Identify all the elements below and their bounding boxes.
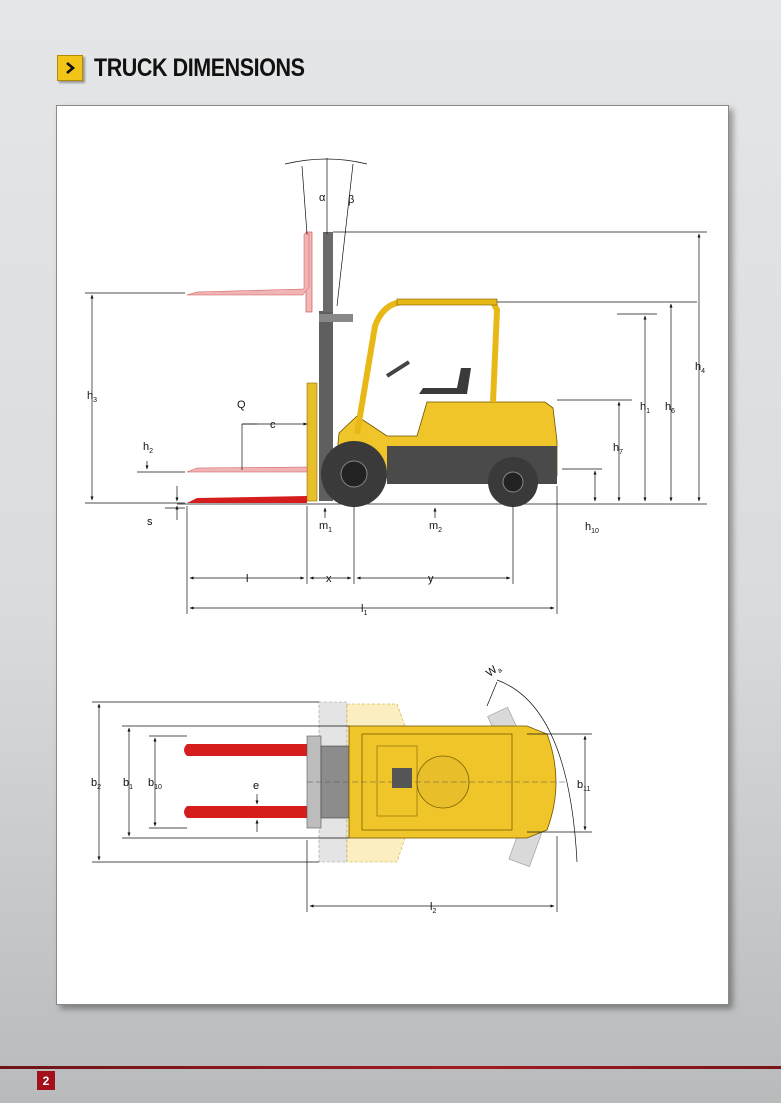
- chevron-right-icon: [57, 55, 83, 81]
- m1-label: m1: [319, 520, 332, 534]
- side-view-dimensions: [85, 158, 707, 614]
- page-number: 2: [37, 1071, 55, 1090]
- q-label: Q: [237, 399, 246, 411]
- m2-label: m2: [429, 520, 442, 534]
- x-label: x: [326, 573, 332, 585]
- l1-label: l1: [361, 603, 367, 617]
- forklift-top-view: [184, 701, 567, 867]
- forklift-side-view: [177, 231, 707, 507]
- section-header: TRUCK DIMENSIONS: [57, 53, 339, 83]
- alpha-label: α: [319, 192, 326, 204]
- e-label: e: [253, 780, 259, 792]
- beta-label: β: [348, 194, 354, 206]
- b1-label: b1: [123, 777, 133, 791]
- h2-label: h2: [143, 441, 153, 455]
- b2-label: b2: [91, 777, 101, 791]
- h3-label: h3: [87, 390, 97, 404]
- s-label: s: [147, 516, 153, 528]
- b11-label: b11: [577, 779, 590, 793]
- wa-label: Wa: [484, 661, 504, 681]
- top-view-dimensions: [92, 679, 592, 912]
- h1-label: h1: [640, 401, 650, 415]
- forklift-dimension-drawing: α β h3 h2 s Q c m1 m2 h1 h6 h4 h7 h10 l …: [85, 158, 707, 915]
- b10-label: b10: [148, 777, 162, 791]
- h4-label: h4: [695, 361, 705, 375]
- l2-label: l2: [430, 901, 436, 915]
- h6-label: h6: [665, 401, 675, 415]
- y-label: y: [428, 573, 434, 585]
- h7-label: h7: [613, 442, 623, 456]
- page-title: TRUCK DIMENSIONS: [94, 53, 305, 82]
- h10-label: h10: [585, 521, 599, 535]
- dimension-drawing-panel: α β h3 h2 s Q c m1 m2 h1 h6 h4 h7 h10 l …: [56, 105, 729, 1005]
- l-label: l: [246, 573, 248, 585]
- footer-bar: [0, 1066, 781, 1069]
- c-label: c: [270, 419, 276, 431]
